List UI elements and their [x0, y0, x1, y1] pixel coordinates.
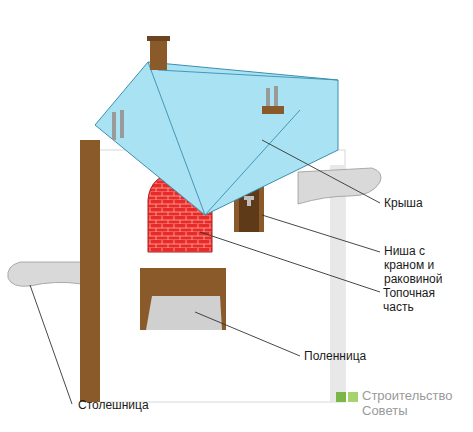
roof-post	[120, 110, 124, 138]
roof	[95, 62, 338, 215]
part-label: Ниша с краном и раковиной	[384, 244, 468, 286]
countertop-right	[298, 168, 381, 204]
watermark-logo	[336, 392, 358, 402]
body-side	[330, 165, 345, 402]
part-label: Крыша	[384, 196, 464, 210]
faucet	[244, 196, 254, 206]
woodpile-floor	[146, 296, 222, 330]
woodpile	[140, 268, 226, 330]
roof-vent	[262, 106, 284, 114]
roof-ridges	[148, 62, 338, 215]
brick-pillar	[80, 140, 100, 402]
roof-post	[274, 86, 278, 108]
watermark: Строительство Советы	[362, 388, 467, 418]
roof-post	[112, 112, 116, 140]
chimney-cap	[147, 36, 170, 41]
chimney	[150, 40, 167, 70]
part-label: Поленница	[304, 349, 384, 363]
leader-lines	[30, 140, 380, 404]
part-label: Топочная часть	[383, 286, 469, 314]
part-label: Столешница	[78, 398, 168, 412]
countertop-left	[8, 262, 82, 286]
